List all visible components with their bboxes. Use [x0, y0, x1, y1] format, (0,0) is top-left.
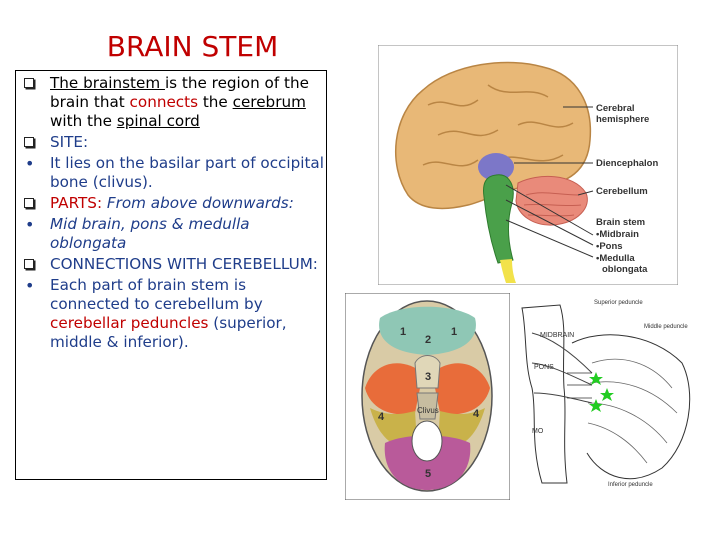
cerebral-hemisphere: [394, 61, 592, 210]
cerebellum: [515, 175, 588, 226]
bullet-list: The brainstem is the region of the brain…: [22, 74, 327, 354]
diencephalon: [478, 153, 514, 181]
list-item: PARTS: From above downwards:: [22, 194, 327, 213]
text: It lies on the basilar part of occipital…: [50, 154, 324, 191]
label-pons: •Pons: [596, 241, 623, 252]
foramen-magnum: [411, 420, 443, 462]
label-brainstem: Brain stem: [596, 217, 645, 228]
gyri: [422, 84, 574, 167]
brainstem: [483, 174, 514, 264]
term: The brainstem: [50, 74, 165, 92]
peduncle-diagram: Superior peduncle Middle peduncle Inferi…: [512, 293, 697, 490]
label-clivus: Clivus: [417, 406, 439, 415]
petrous-left: [370, 408, 417, 447]
folia-lines: [587, 358, 678, 464]
dot-bullet-icon: •: [25, 276, 35, 295]
star-icon: [589, 399, 603, 412]
highlight: connects: [129, 93, 199, 111]
heading: PARTS:: [50, 194, 103, 212]
spinal-cord: [500, 259, 516, 283]
figure-bg: [512, 293, 697, 490]
label-superior-peduncle: Superior peduncle: [594, 300, 643, 306]
petrous-right: [438, 408, 485, 447]
label-3: 3: [425, 371, 431, 383]
label-4-left: 4: [378, 411, 385, 423]
star-icon: [589, 372, 603, 385]
clivus-area: [416, 392, 439, 420]
label-1-right: 1: [451, 326, 457, 338]
leader-line: [505, 184, 594, 236]
checkbox-bullet-icon: [24, 137, 34, 147]
peduncle-fibers: [531, 332, 593, 404]
list-item: SITE:: [22, 133, 327, 152]
skull-base-diagram: 1 1 2 3 4 4 5 Clivus: [345, 293, 510, 500]
label-1-left: 1: [400, 326, 406, 338]
label-inferior-peduncle: Inferior peduncle: [608, 482, 653, 488]
term: cerebrum: [232, 93, 306, 111]
text-box: The brainstem is the region of the brain…: [15, 70, 327, 480]
label-2: 2: [425, 334, 431, 346]
label-cerebellum: Cerebellum: [596, 186, 648, 197]
brainstem-outline: [521, 304, 568, 484]
leader-line: [505, 199, 594, 246]
checkbox-bullet-icon: [24, 259, 34, 269]
checkbox-bullet-icon: [24, 198, 34, 208]
label-diencephalon: Diencephalon: [596, 158, 658, 169]
middle-fossa-right: [432, 363, 490, 415]
label-4-right: 4: [473, 408, 480, 420]
text: Mid brain, pons & medulla oblongata: [50, 215, 250, 252]
highlight: cerebellar peduncles: [50, 314, 209, 332]
label-mo: MO: [532, 428, 544, 435]
list-item: • Each part of brain stem is connected t…: [22, 276, 327, 352]
posterior-fossa: [384, 435, 471, 490]
leader-line: [577, 190, 594, 196]
list-item: • It lies on the basilar part of occipit…: [22, 154, 327, 192]
label-pons: PONS: [534, 364, 554, 371]
star-icon: [600, 388, 614, 401]
text: From above downwards:: [102, 194, 294, 212]
label-middle-peduncle: Middle peduncle: [644, 324, 688, 330]
checkbox-bullet-icon: [24, 78, 34, 88]
slide-title: BRAIN STEM: [106, 30, 279, 63]
peduncle-stubs: [567, 372, 592, 399]
leader-line: [505, 219, 594, 258]
middle-fossa-left: [365, 363, 423, 415]
text: Each part of brain stem is connected to …: [50, 276, 263, 313]
dot-bullet-icon: •: [25, 154, 35, 173]
text: is the region of the brain that: [50, 74, 309, 111]
cerebellum-outline: [571, 334, 691, 480]
label-midbrain: •Midbrain: [596, 229, 639, 240]
label-5: 5: [425, 468, 431, 480]
heading: CONNECTIONS WITH CEREBELLUM:: [50, 255, 318, 273]
term: spinal cord: [116, 112, 200, 130]
text: (superior, middle & inferior).: [50, 314, 287, 351]
list-item: CONNECTIONS WITH CEREBELLUM:: [22, 255, 327, 274]
folia: [523, 192, 582, 217]
list-item: The brainstem is the region of the brain…: [22, 74, 327, 131]
anterior-fossa: [379, 306, 476, 355]
text: with the: [50, 112, 117, 130]
heading: SITE:: [50, 133, 89, 151]
dot-bullet-icon: •: [25, 215, 35, 234]
text: the: [198, 93, 233, 111]
list-item: • Mid brain, pons & medulla oblongata: [22, 215, 327, 253]
sella: [414, 355, 441, 389]
label-midbrain: MIDBRAIN: [540, 332, 574, 339]
